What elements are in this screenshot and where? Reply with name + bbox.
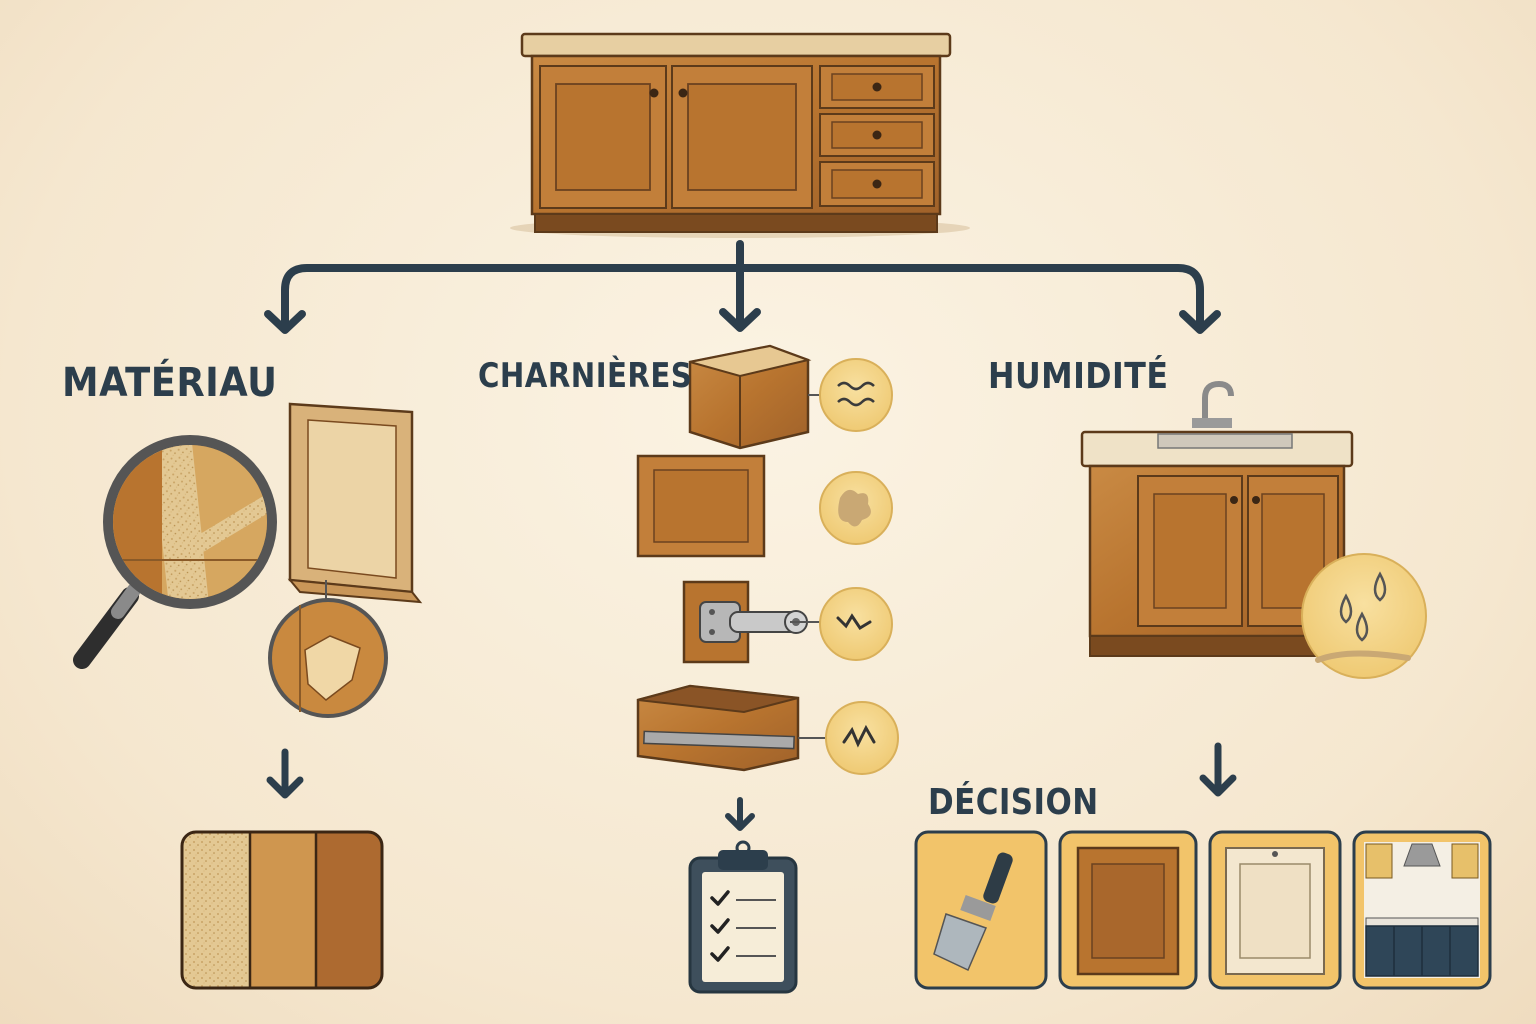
option-refinish-panel	[1058, 830, 1198, 990]
paintbrush-icon	[933, 852, 1013, 972]
arrowhead-center	[719, 308, 761, 332]
magnifier-icon	[73, 435, 277, 669]
hinges-branch-illustration	[636, 344, 899, 994]
hinge-icon	[682, 580, 808, 664]
option-renovation-panel	[1352, 830, 1492, 990]
option-new-doors-panel	[1208, 830, 1342, 990]
branch-title-humidity: HUMIDITÉ	[988, 356, 1169, 397]
branch-connectors	[264, 240, 1221, 334]
badge-stain-icon	[819, 471, 893, 545]
clipboard-checklist-icon	[688, 840, 798, 994]
material-branch-illustration	[73, 402, 423, 990]
badge-crack-icon	[790, 587, 893, 661]
top-cabinet-illustration	[510, 32, 970, 238]
humidity-branch-illustration	[1080, 380, 1427, 797]
decision-title: DÉCISION	[928, 782, 1099, 823]
sink-icon	[1192, 380, 1234, 428]
arrowhead-right	[1179, 310, 1221, 334]
option-paint-panel	[914, 830, 1048, 990]
badge-warp-icon	[808, 358, 893, 432]
water-drops-icon	[1301, 553, 1427, 679]
decision-options	[914, 830, 1492, 990]
badge-noise-icon	[798, 701, 899, 775]
branch-title-material: MATÉRIAU	[62, 360, 278, 406]
arrowhead-left	[264, 310, 306, 334]
material-samples	[180, 830, 384, 990]
branch-title-hinges: CHARNIÈRES	[478, 356, 693, 396]
